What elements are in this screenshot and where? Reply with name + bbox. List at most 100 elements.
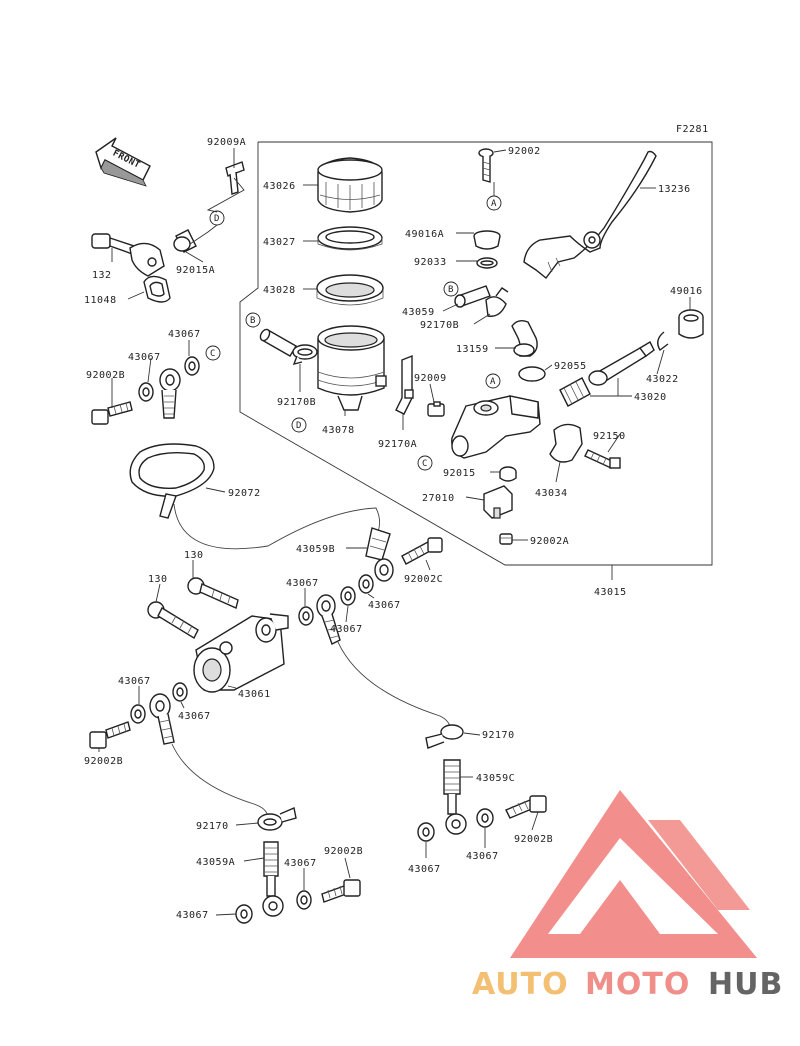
hose-clamp-92170B-lower <box>292 344 318 366</box>
fitting-92170-left <box>257 807 297 831</box>
master-cylinder-body <box>451 395 541 459</box>
label-132: 132 <box>92 270 112 281</box>
washer-43067-bottom-c <box>296 890 312 910</box>
label-11048: 11048 <box>84 295 117 306</box>
label-43026: 43026 <box>263 181 296 192</box>
label-43067-mid-right: 43067 <box>368 600 401 611</box>
banjo-bolt-92002C <box>401 537 443 565</box>
washer-43067-lower-right-b <box>476 808 494 828</box>
callout-a-upper: A <box>486 195 502 211</box>
washer-43067-mid-left <box>298 606 314 626</box>
label-43067-mid-b: 43067 <box>330 624 363 635</box>
banjo-fitting-joint <box>316 594 341 645</box>
label-13159: 13159 <box>456 344 489 355</box>
label-43067-top-b: 43067 <box>168 329 201 340</box>
circlip-43022 <box>657 331 669 352</box>
reservoir-bracket-92170A <box>395 354 414 415</box>
label-43059C: 43059C <box>476 773 515 784</box>
label-92002: 92002 <box>508 146 541 157</box>
washer-43067-top-a <box>138 382 154 402</box>
label-43067-mid-left: 43067 <box>286 578 319 589</box>
callout-b-upper: B <box>443 281 459 297</box>
automotohub-logo: AUTO MOTO HUB <box>472 790 783 1002</box>
banjo-fitting-bottom <box>149 693 175 745</box>
diaphragm-plate-43027 <box>317 226 383 251</box>
callout-c-lower: C <box>417 455 433 471</box>
brake-switch-27010 <box>483 485 513 519</box>
screw-92002 <box>478 148 494 183</box>
label-92002B-top: 92002B <box>86 370 125 381</box>
banjo-bolt-92002B-top <box>91 401 133 425</box>
brake-line-main <box>173 503 381 550</box>
label-43028: 43028 <box>263 285 296 296</box>
callout-d-lower: D <box>291 417 307 433</box>
dust-seal-49016 <box>678 309 704 339</box>
label-43067-bottom-a: 43067 <box>118 676 151 687</box>
front-arrow-icon: FRONT <box>95 137 151 187</box>
bolt-92009 <box>427 401 445 417</box>
hose-43059A <box>262 841 284 917</box>
callout-d-upper: D <box>209 210 225 226</box>
o-ring-92055 <box>518 366 546 382</box>
svg-text:C: C <box>422 459 427 469</box>
label-92002B-right: 92002B <box>514 834 553 845</box>
label-92002A: 92002A <box>530 536 569 547</box>
label-92170-right: 92170 <box>482 730 515 741</box>
label-130-lower: 130 <box>148 574 168 585</box>
logo-text-auto: AUTO <box>472 967 569 1002</box>
washer-43067-top-b <box>184 356 200 376</box>
bolt-92150 <box>584 449 621 469</box>
bracket-132 <box>91 233 165 277</box>
svg-text:B: B <box>250 316 255 326</box>
label-92170A: 92170A <box>378 439 417 450</box>
bolt-92009A <box>225 161 245 195</box>
svg-text:C: C <box>210 349 215 359</box>
label-43059: 43059 <box>402 307 435 318</box>
diagram-ref-code: F2281 <box>676 124 709 135</box>
label-92170B-upper: 92170B <box>420 320 459 331</box>
brake-lever-13236 <box>523 150 657 279</box>
part-labels: 92009A 43026 43027 43028 92002 13236 490… <box>84 137 703 921</box>
label-92033: 92033 <box>414 257 447 268</box>
label-43078: 43078 <box>322 425 355 436</box>
bolt-130-lower <box>147 601 199 639</box>
hose-43059C <box>443 759 467 835</box>
label-49016A: 49016A <box>405 229 444 240</box>
label-43067-top-a: 43067 <box>128 352 161 363</box>
brake-line-left <box>171 743 269 817</box>
label-92002B-bottom: 92002B <box>84 756 123 767</box>
label-43027: 43027 <box>263 237 296 248</box>
circlip-92033 <box>476 257 498 269</box>
washer-43067-mid-b <box>340 586 356 606</box>
reservoir-hose-b-left <box>259 328 297 357</box>
label-92055: 92055 <box>554 361 587 372</box>
boot-49016A <box>473 230 501 250</box>
label-92009A: 92009A <box>207 137 246 148</box>
diaphragm-43028 <box>316 274 384 306</box>
label-43022: 43022 <box>646 374 679 385</box>
assembly-boundary <box>239 141 713 566</box>
washer-43067-bottom-b <box>172 682 188 702</box>
clamp-43034 <box>549 423 583 463</box>
bolt-130-upper <box>187 577 239 609</box>
label-43067-lower-right-b: 43067 <box>466 851 499 862</box>
label-92170-left: 92170 <box>196 821 229 832</box>
label-92002C: 92002C <box>404 574 443 585</box>
label-43059A: 43059A <box>196 857 235 868</box>
label-92170B-lower: 92170B <box>277 397 316 408</box>
label-13236: 13236 <box>658 184 691 195</box>
label-92009: 92009 <box>414 373 447 384</box>
label-92072: 92072 <box>228 488 261 499</box>
label-43067-lower-right-a: 43067 <box>408 864 441 875</box>
label-49016: 49016 <box>670 286 703 297</box>
leader-lines <box>98 148 691 916</box>
label-43034: 43034 <box>535 488 568 499</box>
hose-end-43059B <box>365 527 391 561</box>
svg-text:D: D <box>296 421 301 431</box>
label-92015: 92015 <box>443 468 476 479</box>
label-43067-bottom-b: 43067 <box>178 711 211 722</box>
logo-text-hub: HUB <box>708 967 783 1002</box>
label-92002B-lower: 92002B <box>324 846 363 857</box>
washer-43067-lower-right-a <box>417 822 435 842</box>
